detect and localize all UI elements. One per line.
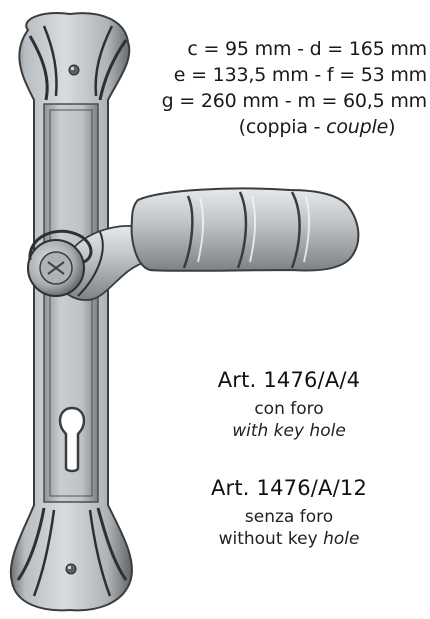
description-english-plain: without key <box>218 529 324 549</box>
dimension-note-prefix: (coppia - <box>238 116 327 138</box>
dimension-line-1: c = 95 mm - d = 165 mm <box>187 38 427 60</box>
lever-handle <box>27 187 360 301</box>
variant-without-keyhole: Art. 1476/A/12 senza foro without key ho… <box>150 474 428 550</box>
dimension-line-2: e = 133,5 mm - f = 53 mm <box>173 64 427 86</box>
article-code: Art. 1476/A/12 <box>210 476 368 500</box>
description-english: with key hole <box>232 421 346 441</box>
dimensions-block: c = 95 mm - d = 165 mm e = 133,5 mm - f … <box>127 36 428 140</box>
dimension-line-3: g = 260 mm - m = 60,5 mm <box>161 90 428 112</box>
screw-bottom <box>65 563 77 575</box>
description-italian: senza foro <box>244 507 334 527</box>
article-code: Art. 1476/A/4 <box>217 368 361 392</box>
screw-top <box>68 64 80 76</box>
description-italian: con foro <box>254 399 324 419</box>
variant-with-keyhole: Art. 1476/A/4 con foro with key hole <box>150 366 428 442</box>
dimension-note-italic: couple <box>326 116 389 138</box>
dimension-note-suffix: ) <box>388 116 396 138</box>
description-english: without key hole <box>150 528 428 550</box>
backplate <box>9 12 133 612</box>
dimension-note: (coppia - couple) <box>207 114 427 140</box>
description-english-italic: hole <box>323 529 360 549</box>
keyhole <box>58 406 86 473</box>
